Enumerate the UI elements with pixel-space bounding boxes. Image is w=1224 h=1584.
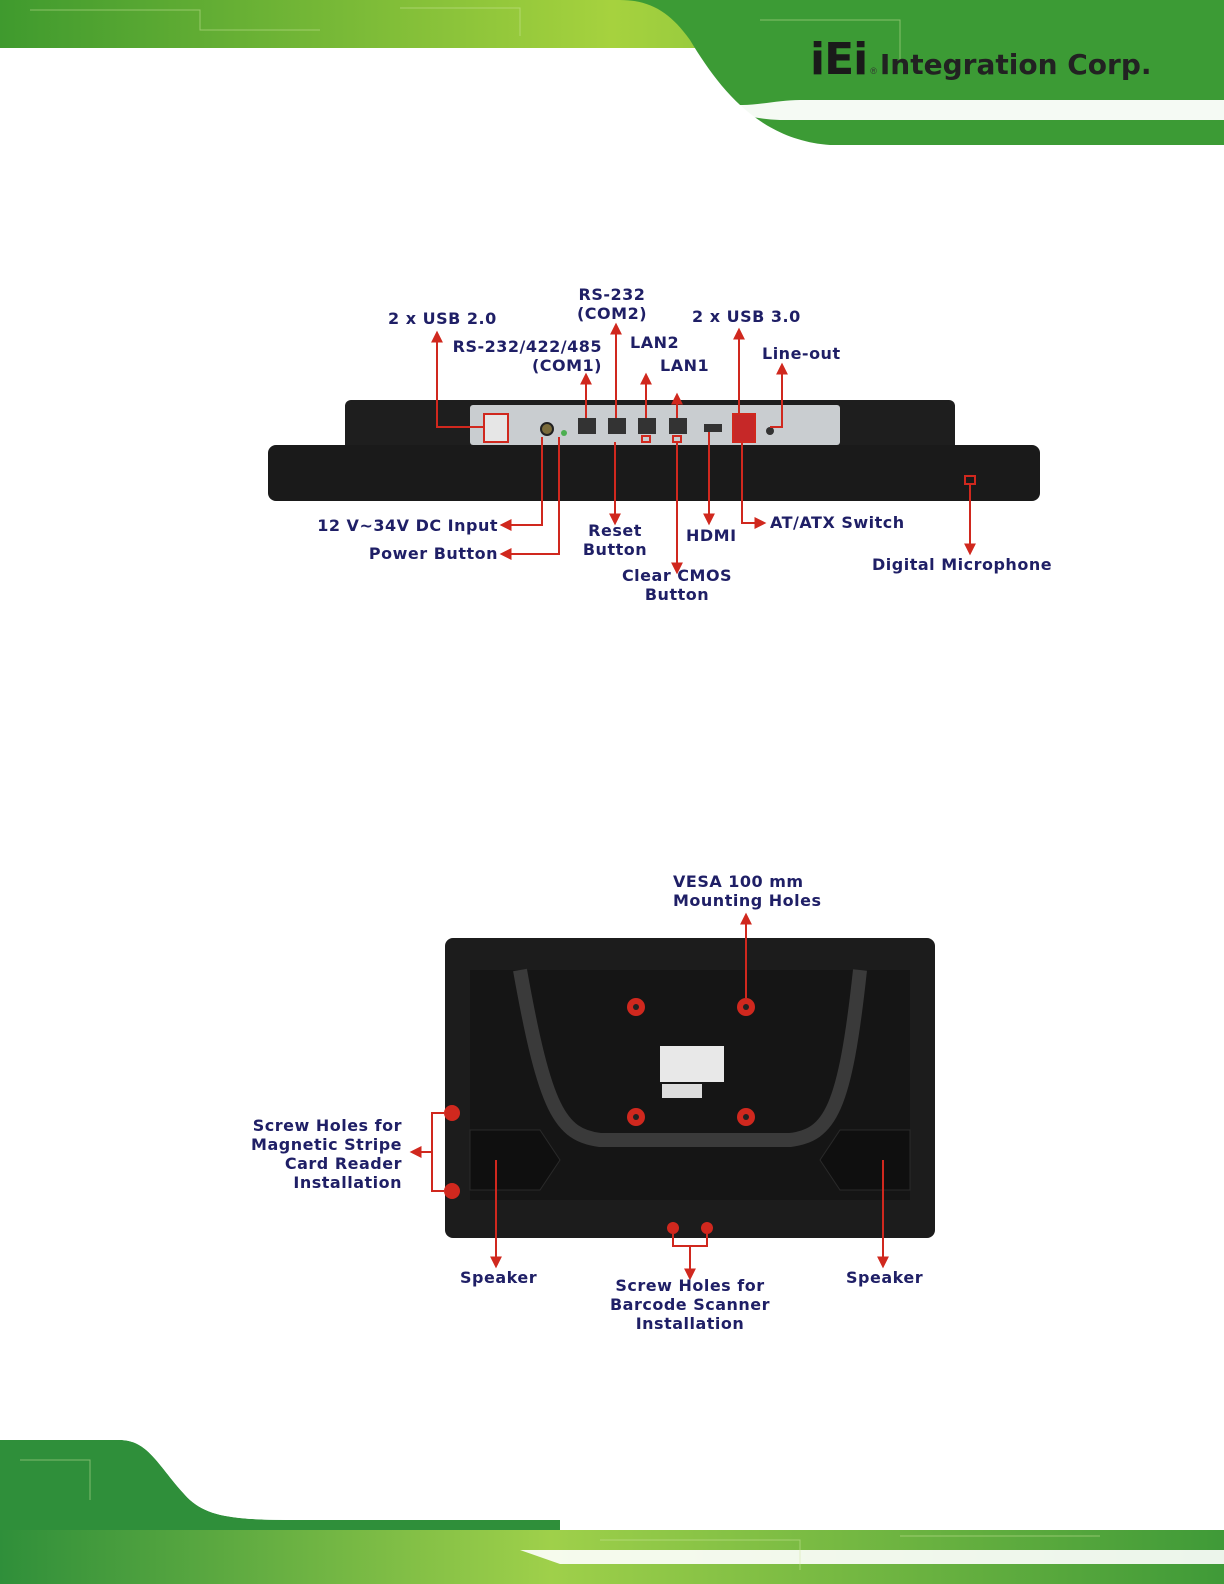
msr-hole-bottom: [444, 1183, 460, 1199]
callout-barcode: [672, 1234, 708, 1278]
label-vesa: VESA 100 mm Mounting Holes: [673, 872, 821, 910]
callout-msr: [412, 1112, 444, 1192]
label-com1-line2: (COM1): [531, 356, 602, 375]
header-banner: [0, 0, 1224, 145]
logo-registered-mark: ®: [870, 66, 877, 76]
label-lineout: Line-out: [762, 344, 841, 363]
chassis-base: [268, 445, 1040, 501]
callout-dc: [499, 437, 543, 531]
label-msr-line3: Card Reader: [284, 1154, 402, 1173]
label-msr-line2: Magnetic Stripe: [251, 1135, 402, 1154]
company-logo: iEi ® Integration Corp.: [810, 34, 1152, 85]
com1-port: [578, 418, 596, 434]
reset-button-mark: [641, 435, 651, 443]
speaker-right-grille: [819, 1129, 911, 1191]
label-lan1: LAN1: [660, 356, 710, 375]
label-barcode-line2: Barcode Scanner: [609, 1295, 771, 1314]
usb30-ports: [732, 413, 756, 443]
rear-small-sticker: [662, 1084, 702, 1098]
label-com2-line1: RS-232: [578, 285, 646, 304]
label-hdmi: HDMI: [686, 526, 737, 545]
rear-arch: [513, 968, 867, 1147]
label-vesa-line2: Mounting Holes: [673, 891, 822, 910]
label-msr-line4: Installation: [293, 1173, 402, 1192]
label-usb30: 2 x USB 3.0: [692, 307, 801, 326]
lineout-jack: [766, 427, 774, 435]
rear-label-sticker: [660, 1046, 724, 1082]
label-dc-input: 12 V~34V DC Input: [317, 516, 498, 535]
lan1-port: [669, 418, 687, 434]
com2-port: [608, 418, 626, 434]
label-barcode-line3: Installation: [635, 1314, 745, 1333]
label-digital-mic: Digital Microphone: [872, 555, 1053, 574]
callout-lineout: [770, 362, 788, 428]
label-clear-cmos-line2: Button: [644, 585, 710, 604]
label-speaker-left: Speaker: [460, 1268, 538, 1287]
barcode-hole-left: [667, 1222, 679, 1234]
hdmi-port: [704, 424, 722, 432]
label-atx-switch: AT/ATX Switch: [770, 513, 905, 532]
label-barcode: Screw Holes for Barcode Scanner Installa…: [600, 1276, 780, 1333]
label-lan2: LAN2: [630, 333, 680, 352]
io-panel-figure: 2 x USB 2.0 RS-232 (COM2) 2 x USB 3.0 RS…: [0, 275, 1224, 615]
label-reset: Reset Button: [575, 521, 655, 559]
label-reset-line2: Button: [582, 540, 648, 559]
label-power-button: Power Button: [368, 544, 498, 563]
usb20-ports: [483, 413, 509, 443]
label-barcode-line1: Screw Holes for: [615, 1276, 765, 1295]
msr-hole-top: [444, 1105, 460, 1121]
rear-view-figure: VESA 100 mm Mounting Holes Screw Holes f…: [0, 870, 1224, 1350]
label-reset-line1: Reset: [588, 521, 642, 540]
io-panel-drawing: [268, 322, 1040, 575]
logo-company-name: Integration Corp.: [879, 48, 1152, 81]
rear-view-drawing: [0, 912, 935, 1350]
label-com1-line1: RS-232/422/485: [452, 337, 602, 356]
callout-atx: [741, 442, 767, 529]
dc-jack: [540, 422, 554, 436]
label-clear-cmos: Clear CMOS Button: [612, 566, 742, 604]
label-msr: Screw Holes for Magnetic Stripe Card Rea…: [232, 1116, 402, 1192]
label-speaker-right: Speaker: [846, 1268, 924, 1287]
lan2-port: [638, 418, 656, 434]
speaker-left-grille: [469, 1129, 561, 1191]
label-usb20: 2 x USB 2.0: [388, 309, 497, 328]
barcode-hole-right: [701, 1222, 713, 1234]
label-com2-line2: (COM2): [576, 304, 648, 323]
callout-usb20: [431, 330, 484, 428]
power-button: [561, 430, 567, 436]
label-com1: RS-232/422/485 (COM1): [452, 337, 602, 375]
footer-banner: [0, 1440, 1224, 1584]
label-clear-cmos-line1: Clear CMOS: [621, 566, 733, 585]
label-msr-line1: Screw Holes for: [252, 1116, 402, 1135]
logo-mark: iEi: [810, 34, 868, 85]
callout-power: [499, 437, 560, 560]
label-vesa-line1: VESA 100 mm: [673, 872, 804, 891]
label-com2: RS-232 (COM2): [572, 285, 652, 323]
